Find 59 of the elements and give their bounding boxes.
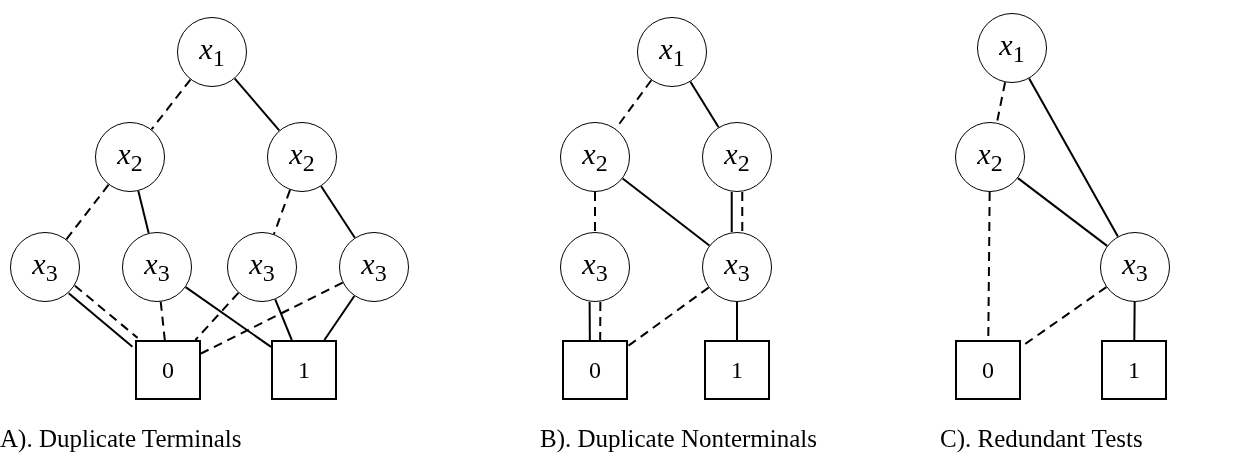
edge-line — [621, 177, 711, 247]
node-label: 1 — [731, 358, 743, 382]
terminal-node — [704, 340, 770, 400]
node-label: 0 — [589, 358, 601, 382]
dashed-edge — [995, 81, 1007, 124]
node-label: x$_{1}$ — [659, 33, 685, 71]
terminal-node — [135, 340, 201, 400]
node-label: x$_{2}$ — [977, 138, 1003, 176]
panel-caption: A). Duplicate Terminals — [0, 425, 242, 453]
node-label: x$_{2}$ — [117, 138, 143, 176]
dashed-edge — [159, 300, 166, 341]
panel-caption: C). Redundant Tests — [940, 425, 1143, 453]
dashed-edge — [272, 188, 292, 236]
edge-line — [588, 300, 591, 341]
dashed-edge — [194, 291, 240, 341]
dashed-edge — [150, 78, 192, 131]
node-label: x$_{3}$ — [582, 248, 608, 286]
terminal-node — [271, 340, 337, 400]
node-label: 1 — [1128, 358, 1140, 382]
node-label: x$_{3}$ — [144, 248, 170, 286]
edge-line — [184, 286, 272, 348]
dashed-edge — [599, 300, 602, 341]
edge-line — [274, 298, 293, 341]
node-label: x$_{3}$ — [361, 248, 387, 286]
node-label: 1 — [298, 358, 310, 382]
edge-line — [137, 190, 150, 234]
node-label: x$_{3}$ — [724, 248, 750, 286]
edge-line — [689, 80, 720, 129]
terminal-node — [1101, 340, 1167, 400]
edge-line — [320, 185, 356, 239]
node-label: 0 — [982, 358, 994, 382]
node-label: 0 — [162, 358, 174, 382]
dashed-edge — [73, 284, 139, 339]
node-label: x$_{2}$ — [724, 138, 750, 176]
edge-line — [233, 77, 281, 132]
edge-line — [1016, 177, 1109, 247]
edge-line — [736, 301, 738, 341]
node-label: x$_{3}$ — [249, 248, 275, 286]
node-label: x$_{2}$ — [289, 138, 315, 176]
dashed-edge — [594, 191, 596, 233]
terminal-node — [955, 340, 1021, 400]
node-label: x$_{2}$ — [582, 138, 608, 176]
dashed-edge — [627, 286, 710, 348]
edge-line — [1133, 301, 1136, 341]
dashed-edge — [200, 281, 344, 355]
panel-caption: B). Duplicate Nonterminals — [540, 425, 817, 453]
edge-line — [323, 294, 356, 341]
node-label: x$_{1}$ — [199, 33, 225, 71]
node-label: x$_{3}$ — [32, 248, 58, 286]
edge-line — [730, 191, 733, 233]
variable-node — [339, 232, 409, 302]
node-label: x$_{1}$ — [999, 29, 1025, 67]
terminal-node — [562, 340, 628, 400]
variable-node — [10, 232, 80, 302]
edge-line — [67, 292, 134, 348]
dashed-edge — [65, 183, 110, 241]
edge-line — [1028, 77, 1119, 238]
node-label: x$_{3}$ — [1122, 248, 1148, 286]
dashed-edge — [741, 191, 744, 233]
